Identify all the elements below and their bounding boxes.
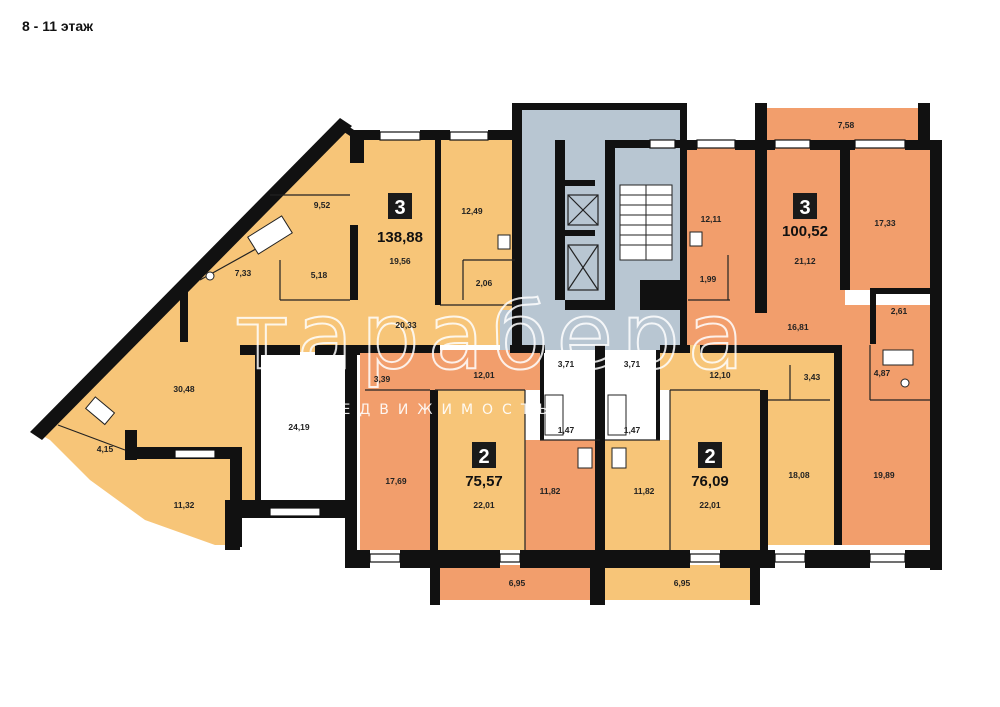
- room-area: 12,10: [709, 370, 731, 380]
- watermark-logo: тарабера: [235, 283, 752, 390]
- room-area: 22,01: [699, 500, 721, 510]
- stairs: [619, 184, 673, 261]
- room-area: 11,82: [634, 486, 655, 496]
- room-area: 16,81: [787, 322, 809, 332]
- apartment-badge-d: 2 76,09: [691, 442, 729, 490]
- apartment-area: 100,52: [782, 223, 828, 240]
- apartment-d-fill: [605, 350, 765, 600]
- room-area: 5,18: [311, 270, 328, 280]
- room-area: 12,01: [473, 370, 495, 380]
- apartment-badge-a: 3 138,88: [377, 193, 423, 246]
- apartment-badge-b: 3 100,52: [782, 193, 828, 240]
- apartment-badge-c: 2 75,57: [465, 442, 503, 490]
- room-area: 30,48: [173, 384, 195, 394]
- elevator-shafts: [567, 194, 599, 291]
- room-area: 17,33: [874, 218, 896, 228]
- room-area: 19,89: [873, 470, 895, 480]
- room-area: 4,15: [97, 444, 114, 454]
- room-area: 6,95: [674, 578, 691, 588]
- room-area: 11,32: [174, 500, 195, 510]
- room-area: 12,11: [701, 214, 722, 224]
- room-area: 7,58: [838, 120, 855, 130]
- apartment-a-fill: [36, 122, 512, 545]
- room-area: 22,01: [473, 500, 495, 510]
- room-area: 9,52: [314, 200, 331, 210]
- apartment-b-fill: [685, 108, 935, 545]
- apartment-rooms-count: 3: [799, 197, 810, 219]
- apartment-rooms-count: 2: [704, 446, 715, 468]
- room-area: 18,08: [788, 470, 810, 480]
- room-labels: 9,52 19,56 12,49 2,06 7,33 5,18 20,33 30…: [97, 120, 908, 588]
- room-area: 7,33: [235, 268, 252, 278]
- floor-title: 8 - 11 этаж: [22, 18, 94, 34]
- room-area: 4,87: [874, 368, 891, 378]
- apartment-area: 76,09: [691, 473, 729, 490]
- room-area: 6,95: [509, 578, 526, 588]
- apartment-rooms-count: 2: [478, 446, 489, 468]
- room-area: 3,71: [624, 359, 641, 369]
- room-area: 3,71: [558, 359, 575, 369]
- room-area: 1,47: [624, 425, 641, 435]
- room-area: 12,49: [461, 206, 483, 216]
- interior-lines: [57, 194, 930, 550]
- room-area: 19,56: [389, 256, 411, 266]
- room-area: 2,61: [891, 306, 908, 316]
- room-area: 2,06: [476, 278, 493, 288]
- apartment-area: 75,57: [465, 473, 503, 490]
- bath-fixtures: [84, 215, 914, 469]
- room-area: 3,39: [374, 374, 391, 384]
- apartment-area: 138,88: [377, 229, 423, 246]
- room-area: 24,19: [288, 422, 310, 432]
- windows: [174, 131, 906, 563]
- room-area: 11,82: [540, 486, 561, 496]
- walls: [30, 103, 942, 605]
- room-area: 1,47: [558, 425, 575, 435]
- room-area: 3,43: [804, 372, 821, 382]
- apartment-c-fill: [360, 350, 600, 600]
- room-area: 21,12: [794, 256, 816, 266]
- apartment-rooms-count: 3: [394, 197, 405, 219]
- watermark-subtitle: НЕДВИЖИМОСТЬ: [322, 402, 557, 418]
- room-area: 17,69: [385, 476, 407, 486]
- room-area: 1,99: [700, 274, 717, 284]
- room-area: 20,33: [395, 320, 417, 330]
